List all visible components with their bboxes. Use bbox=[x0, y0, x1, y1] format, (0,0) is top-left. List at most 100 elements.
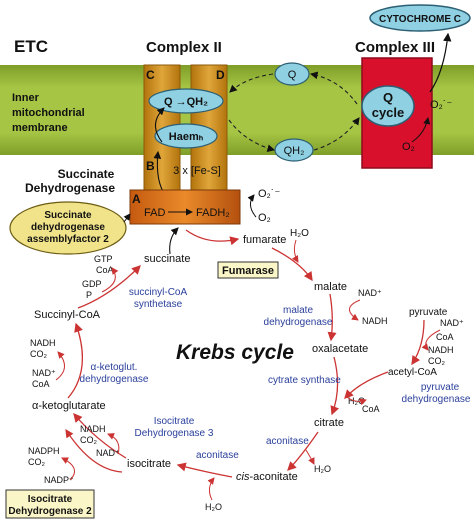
q-shuttle-top-right bbox=[309, 71, 358, 105]
nadh-pyruvate: NADH bbox=[428, 345, 454, 355]
complex3-o2-arrow bbox=[411, 117, 431, 143]
cytochrome-c-arrow bbox=[429, 32, 452, 93]
metabolite-citrate: citrate bbox=[314, 417, 344, 429]
metabolite-cis-aconitate: cis-aconitate bbox=[236, 471, 298, 483]
gdp-label: GDP bbox=[82, 279, 102, 289]
arrow-acetylcoa-citrate bbox=[344, 371, 389, 399]
assembly-line3: assemblyfactor 2 bbox=[27, 234, 109, 245]
assembly-factor-bubble bbox=[9, 201, 127, 255]
metabolite-isocitrate: isocitrate bbox=[127, 458, 171, 470]
metabolite-a-ketoglutarate: α-ketoglutarate bbox=[32, 400, 106, 412]
gtp-label: GTP bbox=[94, 254, 113, 264]
arrow-citrate-cisaconitate bbox=[287, 431, 319, 471]
haem-to-q-arrow bbox=[154, 107, 165, 143]
sdh-label-line1: Succinate bbox=[58, 167, 115, 181]
scs-line2: synthetase bbox=[134, 299, 183, 310]
idh3-cofactor-arrow bbox=[107, 433, 120, 455]
idh2-cofactor-arrow bbox=[61, 457, 75, 481]
nadh-malate: NADH bbox=[362, 316, 388, 326]
cytochrome-c-label: CYTOCHROME C bbox=[379, 14, 461, 25]
q-bubble bbox=[274, 62, 310, 86]
malate-dh-line1: malate bbox=[283, 305, 313, 316]
q-cycle-line1: Q bbox=[383, 90, 393, 105]
h2o-fumarate: H₂O bbox=[290, 228, 309, 239]
aconitase-lower-label: aconitase bbox=[196, 450, 239, 461]
metabolite-succinyl-coa: Succinyl-CoA bbox=[34, 309, 101, 321]
nadph-idh2: NADPH bbox=[28, 446, 60, 456]
metabolite-malate: malate bbox=[314, 281, 347, 293]
h2o-cis: H₂O bbox=[205, 502, 222, 512]
scs-cofactor-arrow bbox=[101, 267, 119, 293]
complex2-label: Complex II bbox=[146, 39, 222, 56]
nad-malate: NAD⁺ bbox=[358, 288, 382, 298]
arrow-cisaconitate-isocitrate bbox=[176, 462, 233, 478]
h2o-fumarate-arrow bbox=[291, 239, 299, 263]
q-cycle-bubble bbox=[361, 85, 415, 127]
co2-idh2: CO₂ bbox=[28, 457, 46, 467]
arrow-fumarate-malate bbox=[271, 247, 313, 282]
nad-idh3: NAD⁺ bbox=[96, 448, 120, 458]
arrow-malate-oxalacetate bbox=[327, 293, 337, 342]
h2o-cis-arrow bbox=[207, 477, 215, 501]
membrane-label-line1: Inner bbox=[12, 92, 40, 104]
citrate-cofactor-arrow bbox=[345, 395, 367, 406]
idh2-line1: Isocitrate bbox=[28, 494, 73, 505]
complex2-o2-radical: O₂˙⁻ bbox=[258, 188, 280, 200]
arrow-pyruvate-acetylcoa bbox=[411, 319, 425, 366]
metabolite-succinate: succinate bbox=[144, 253, 190, 265]
q-cycle-line2: cycle bbox=[372, 105, 405, 120]
arrow-oxalacetate-citrate bbox=[330, 356, 340, 416]
coa-citrate: CoA bbox=[362, 404, 380, 414]
metabolite-fumarate: fumarate bbox=[243, 234, 286, 246]
subunit-a-label: A bbox=[132, 192, 141, 206]
idh3-line1: Isocitrate bbox=[154, 416, 195, 427]
assembly-to-sdha-arrow bbox=[123, 213, 131, 223]
cytochrome-c-bubble bbox=[369, 4, 471, 32]
arrow-succinylcoa-succinate bbox=[77, 265, 141, 309]
q-to-qh2-label: Q →QH₂ bbox=[164, 96, 208, 108]
coa-akg: CoA bbox=[32, 379, 50, 389]
h2o-aconitate-arrow bbox=[305, 449, 315, 465]
metabolite-acetyl-coa: acetyl-CoA bbox=[388, 367, 437, 378]
metabolite-pyruvate: pyruvate bbox=[409, 307, 448, 318]
pyruvate-cofactor-arrow bbox=[421, 329, 441, 351]
etc-label: ETC bbox=[14, 37, 48, 56]
subunit-b-label: B bbox=[146, 159, 155, 173]
complex2-subunit-a bbox=[129, 189, 241, 225]
co2-pyruvate: CO₂ bbox=[428, 356, 446, 366]
q-bubble-label: Q bbox=[288, 69, 297, 81]
qh2-bubble-label: QH₂ bbox=[284, 145, 305, 157]
fumarase-box bbox=[217, 261, 279, 279]
haem-label: Haemₕ bbox=[169, 131, 204, 143]
complex2-o2: O₂ bbox=[258, 212, 271, 224]
assembly-line2: dehydrogenase bbox=[31, 222, 105, 233]
membrane-label-line3: membrane bbox=[12, 122, 68, 134]
q-shuttle-bottom-right bbox=[313, 117, 360, 151]
arrow-aketoglutarate-succinylcoa bbox=[67, 322, 84, 399]
subunit-c-label: C bbox=[146, 68, 155, 82]
nadp-idh2: NADP⁺ bbox=[44, 475, 74, 485]
membrane-label-line2: mitochondrial bbox=[12, 107, 85, 119]
idh2-main-arrow bbox=[65, 428, 123, 473]
co2-akg: CO₂ bbox=[30, 349, 48, 359]
q-shuttle-bottom-left bbox=[228, 119, 276, 152]
q-to-qh2-bubble bbox=[148, 88, 224, 114]
complex3-label: Complex III bbox=[355, 39, 435, 56]
krebs-cycle-title: Krebs cycle bbox=[176, 341, 294, 364]
fes-label: 3 x [Fe-S] bbox=[173, 165, 221, 177]
coa-pyruvate: CoA bbox=[436, 332, 454, 342]
fad-label: FAD bbox=[144, 207, 165, 219]
malate-dh-line2: dehydrogenase bbox=[264, 317, 333, 328]
assembly-line1: Succinate bbox=[44, 210, 92, 221]
nadh-idh3: NADH bbox=[80, 424, 106, 434]
metabolite-oxalacetate: oxalacetate bbox=[312, 343, 368, 355]
nad-akg: NAD⁺ bbox=[32, 368, 56, 378]
arrow-isocitrate-aketoglutarate bbox=[73, 413, 127, 459]
co2-idh3: CO₂ bbox=[80, 435, 98, 445]
scs-line1: succinyl-CoA bbox=[129, 287, 188, 298]
akg-dh-line1: α-ketoglut. bbox=[91, 362, 138, 373]
complex3-o2: O₂ bbox=[402, 141, 415, 153]
p-label: P bbox=[86, 290, 92, 300]
